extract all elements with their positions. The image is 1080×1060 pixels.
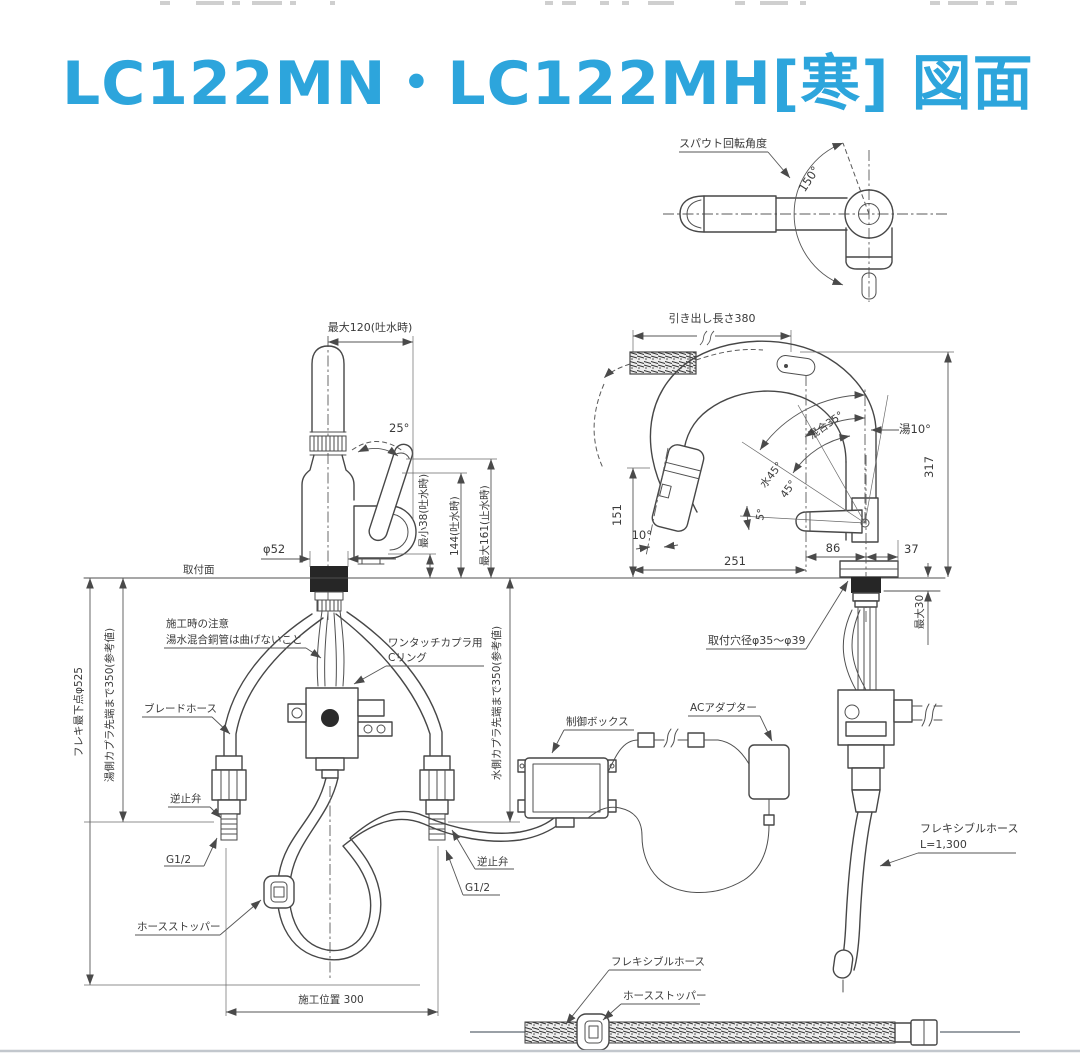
- ac-adapter-label: ACアダプター: [690, 701, 757, 714]
- min-clearance-label: 最小38(吐水時): [418, 474, 430, 548]
- mounting-surface-label: 取付面: [183, 563, 215, 576]
- coupler-ring-label-2: Cリング: [388, 651, 427, 664]
- head-tilt-label: 10°: [632, 528, 652, 542]
- swing-angle-label: 45°: [778, 478, 799, 500]
- flexible-hose-detail-label: フレキシブルホース: [611, 955, 705, 968]
- cold-coupler-depth-label: 水側カプラ先端まで350(参考値): [490, 626, 503, 780]
- caution-text: 湯水混合銅管は曲げないこと: [166, 633, 303, 646]
- spout-height-label: 144(吐水時): [449, 496, 461, 556]
- max-thickness-label: 最大30: [913, 595, 926, 629]
- thread-right-label: G1/2: [465, 882, 490, 894]
- hose-stopper-label: ホースストッパー: [137, 921, 220, 933]
- grip-ring: [309, 435, 347, 452]
- check-valve-right-part: [419, 755, 455, 841]
- tilt-small-label: 5°: [754, 508, 768, 522]
- control-box: [517, 757, 617, 828]
- hot-coupler-depth-label: 湯側カプラ先端まで350(参考値): [103, 628, 116, 782]
- reach-label: 251: [724, 554, 746, 568]
- side-base: [851, 577, 881, 593]
- lever-angle-label: 25°: [389, 421, 409, 435]
- sensor-window: [776, 355, 816, 376]
- mixing-valve-cluster: [287, 687, 393, 779]
- spout-rotation-label: スパウト回転角度: [679, 136, 767, 150]
- spout-outer: [649, 340, 877, 498]
- base-diameter-label: φ52: [263, 542, 285, 556]
- flexible-hose-label: フレキシブルホース: [920, 821, 1018, 835]
- cold-angle-label: 水45°: [758, 460, 785, 490]
- front-view: 25° 取付面 最大120(吐水時) φ52 最小38(吐水時) 144(吐水時…: [83, 320, 946, 622]
- page-title: LC122MN・LC122MH[寒] 図面: [62, 49, 1034, 119]
- cropped-text-remnant: [160, 1, 1017, 5]
- power-cable: [607, 739, 639, 773]
- total-height-label: 317: [922, 456, 936, 478]
- flexible-hose-length: L=1,300: [920, 838, 967, 851]
- pull-out-length-label: 引き出し長さ380: [669, 311, 756, 325]
- spout-rotation-view: スパウト回転角度 150°: [663, 136, 950, 302]
- head-height-label: 151: [610, 504, 624, 526]
- max-reach-label: 最大120(吐水時): [328, 320, 413, 334]
- installation-view: フレキシブルホース L=1,300 施工時の注意 湯水混合銅管は曲げないこと ワ…: [73, 578, 1018, 1016]
- check-valve-left-label: 逆止弁: [170, 792, 202, 805]
- side-view: 引き出し長さ380 10°: [593, 311, 954, 650]
- install-position-label: 施工位置 300: [298, 993, 363, 1006]
- control-box-label: 制御ボックス: [566, 715, 629, 728]
- ac-adapter: [748, 744, 790, 826]
- faucet-base: [310, 566, 348, 592]
- flex-lowest-point-label: フレキ最下点φ525: [73, 667, 85, 757]
- rear-clearance-label: 37: [904, 542, 919, 556]
- side-under-counter: [832, 592, 943, 993]
- mounting-hole-label: 取付穴径φ35〜φ39: [708, 633, 806, 647]
- thread-left-label: G1/2: [166, 854, 191, 866]
- hose-stopper-part: [263, 875, 295, 909]
- coupler-ring-label-1: ワンタッチカプラ用: [388, 637, 483, 649]
- hot-angle-label: 湯10°: [899, 422, 931, 436]
- body-offset-label: 86: [826, 541, 841, 555]
- check-valve-right-label: 逆止弁: [477, 855, 509, 868]
- cold-braided-hose: [335, 611, 443, 757]
- flexible-hose-vertical: [839, 811, 873, 971]
- hose-stopper-detail-label: ホースストッパー: [623, 990, 706, 1002]
- hose-detail-view: フレキシブルホース ホースストッパー: [470, 955, 1020, 1051]
- hose-stopper-detail: [576, 1013, 610, 1051]
- caution-title: 施工時の注意: [166, 617, 229, 630]
- max-height-label: 最大161(止水時): [478, 485, 491, 566]
- spray-head: [651, 444, 705, 532]
- spout-rotation-angle: 150°: [796, 164, 823, 195]
- check-valve-left-part: [211, 755, 247, 841]
- spray-hose-loop: [276, 777, 557, 961]
- spout-inner: [682, 390, 847, 513]
- braided-hose-label: ブレードホース: [144, 702, 217, 715]
